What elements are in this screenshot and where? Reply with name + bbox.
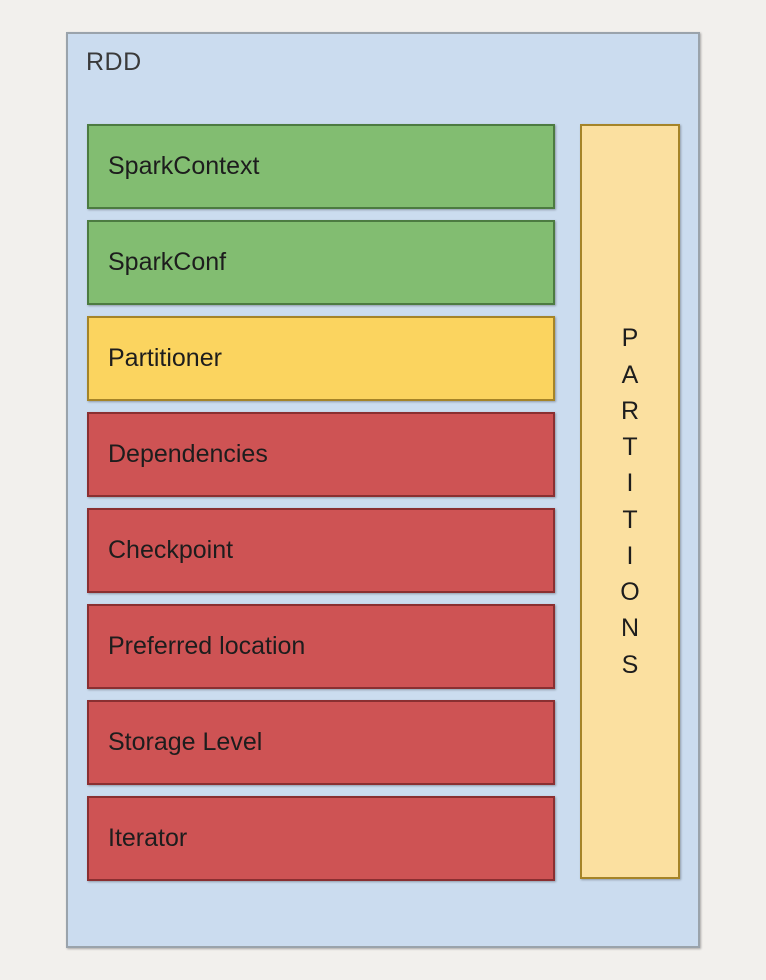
partitions-letter: A bbox=[621, 360, 639, 389]
partitions-letter: N bbox=[620, 614, 640, 643]
component-label: Storage Level bbox=[108, 728, 263, 756]
component-label: SparkConf bbox=[108, 248, 227, 276]
component-label: Iterator bbox=[108, 824, 188, 852]
partitions-letter: O bbox=[620, 578, 640, 606]
partitions-letter: R bbox=[620, 396, 640, 425]
component-label: SparkContext bbox=[108, 152, 260, 180]
partitions-letter: S bbox=[621, 650, 639, 679]
partitions-letter: I bbox=[626, 469, 634, 498]
partitions-letter: P bbox=[621, 324, 639, 353]
partitions-letter: T bbox=[622, 433, 638, 461]
component-box: Storage Level bbox=[87, 700, 555, 785]
component-box: SparkContext bbox=[87, 124, 555, 209]
component-box: Partitioner bbox=[87, 316, 555, 401]
partitions-letter: I bbox=[626, 541, 634, 570]
component-box: Preferred location bbox=[87, 604, 555, 689]
component-label: Checkpoint bbox=[108, 536, 234, 564]
page-title: RDD bbox=[86, 48, 142, 76]
partitions-letter: T bbox=[622, 505, 638, 534]
component-box: Checkpoint bbox=[87, 508, 555, 593]
component-label: Partitioner bbox=[108, 344, 222, 372]
component-label: Preferred location bbox=[108, 632, 306, 660]
component-box: Dependencies bbox=[87, 412, 555, 497]
component-label: Dependencies bbox=[108, 440, 268, 468]
component-box: Iterator bbox=[87, 796, 555, 881]
component-box: SparkConf bbox=[87, 220, 555, 305]
